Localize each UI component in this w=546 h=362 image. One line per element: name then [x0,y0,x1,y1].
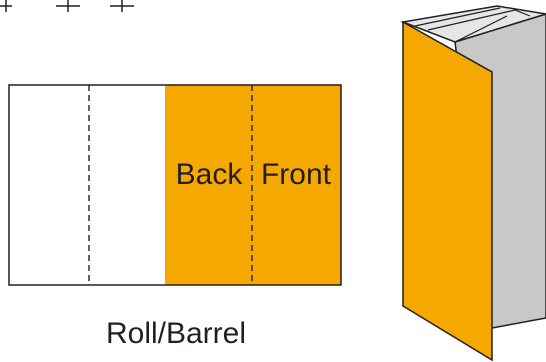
panel-front [252,85,341,285]
inner-fold-line-3 [454,15,508,43]
panel-white-left [9,85,87,285]
caption: Roll/Barrel [106,317,246,350]
flat-layout: Back Front [8,84,342,286]
label-front: Front [261,158,332,191]
label-back: Back [176,158,244,191]
flat-layout-outline [8,84,342,286]
inner-fold-line-1 [414,7,501,27]
panel-white-inner [87,85,165,285]
panel-back [165,85,252,285]
cut-marks [0,0,134,12]
inner-fold-line-2 [427,9,531,31]
folded-brochure [400,5,546,362]
folded-top-panel [400,5,546,43]
folded-front-panel [402,20,493,362]
